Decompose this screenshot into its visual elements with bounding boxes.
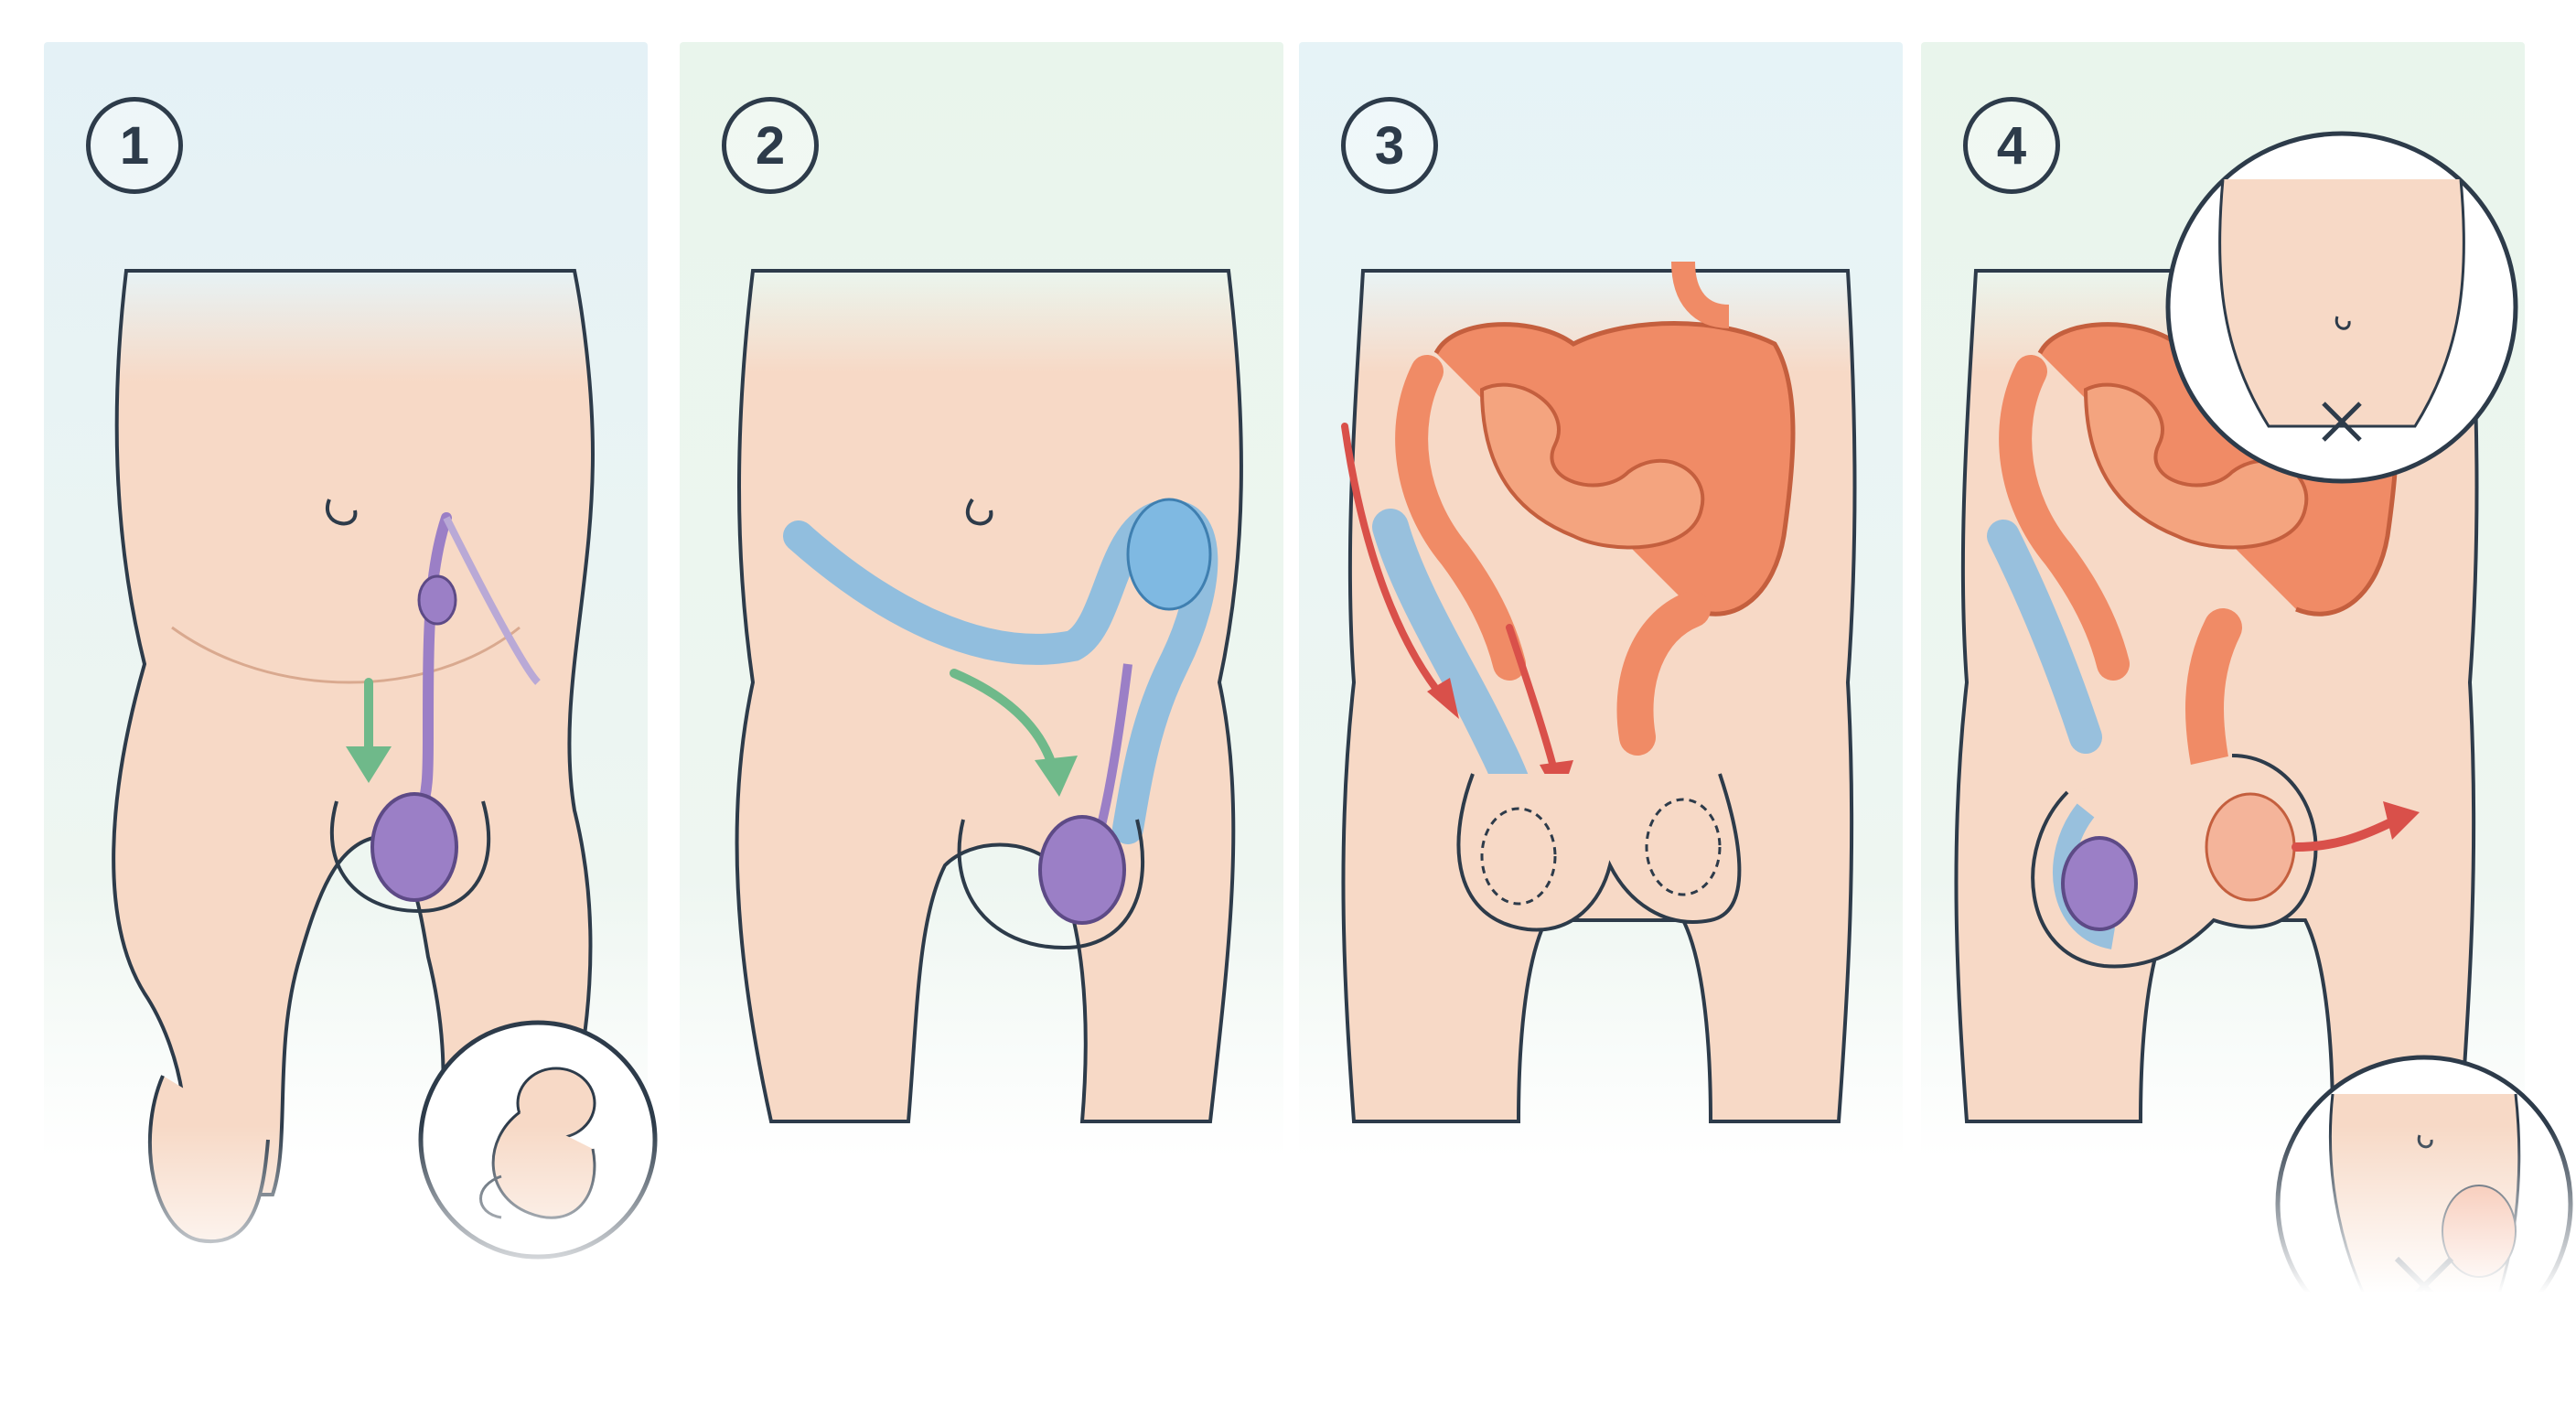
testis-in-scrotum bbox=[370, 792, 458, 902]
hernia-sac bbox=[1372, 509, 1537, 820]
intestines bbox=[1395, 261, 1796, 756]
navel bbox=[326, 499, 358, 526]
step-number-badge: 3 bbox=[1341, 97, 1438, 194]
hydrocele-hernia-comparison-illustration bbox=[1954, 131, 2573, 1353]
hernia-sac bbox=[1987, 520, 2102, 754]
navel bbox=[965, 498, 993, 526]
x-mark-icon bbox=[2322, 402, 2362, 442]
testis bbox=[2061, 836, 2138, 931]
hernia-arrow-icon bbox=[1506, 624, 1559, 778]
step-number-badge: 2 bbox=[722, 97, 819, 194]
inset-top-normal bbox=[2165, 131, 2518, 484]
testis-in-scrotum bbox=[1038, 815, 1126, 925]
panel-step-1: 1 bbox=[44, 42, 658, 1260]
herniated-bowel-loop bbox=[2205, 792, 2296, 902]
step-number-badge: 1 bbox=[86, 97, 183, 194]
panel-step-3: 3 bbox=[1299, 42, 1903, 1158]
testis-in-canal bbox=[417, 574, 457, 626]
panel-step-2: 2 bbox=[680, 42, 1283, 1158]
processus-vaginalis-illustration bbox=[735, 269, 1243, 1123]
panel-step-4: 4 bbox=[1921, 42, 2573, 1353]
inset-bottom-swelling bbox=[2275, 1055, 2573, 1353]
testis-outline-left bbox=[1480, 807, 1557, 906]
infant-groin-illustration bbox=[112, 269, 658, 1260]
hernia-arrow-icon bbox=[1341, 423, 1449, 704]
step-number-badge: 4 bbox=[1963, 97, 2060, 194]
scrotum bbox=[957, 819, 1145, 950]
testis-outline-right bbox=[1645, 798, 1722, 896]
bulge-arrow-icon bbox=[2292, 815, 2401, 852]
scrotum bbox=[329, 800, 491, 914]
testicular-descent-path bbox=[413, 512, 452, 825]
infant-body bbox=[112, 269, 596, 1196]
inguinal-hernia-illustration bbox=[1341, 261, 1857, 1123]
fetus-inset bbox=[418, 1020, 658, 1260]
patent-sac bbox=[1126, 498, 1212, 611]
